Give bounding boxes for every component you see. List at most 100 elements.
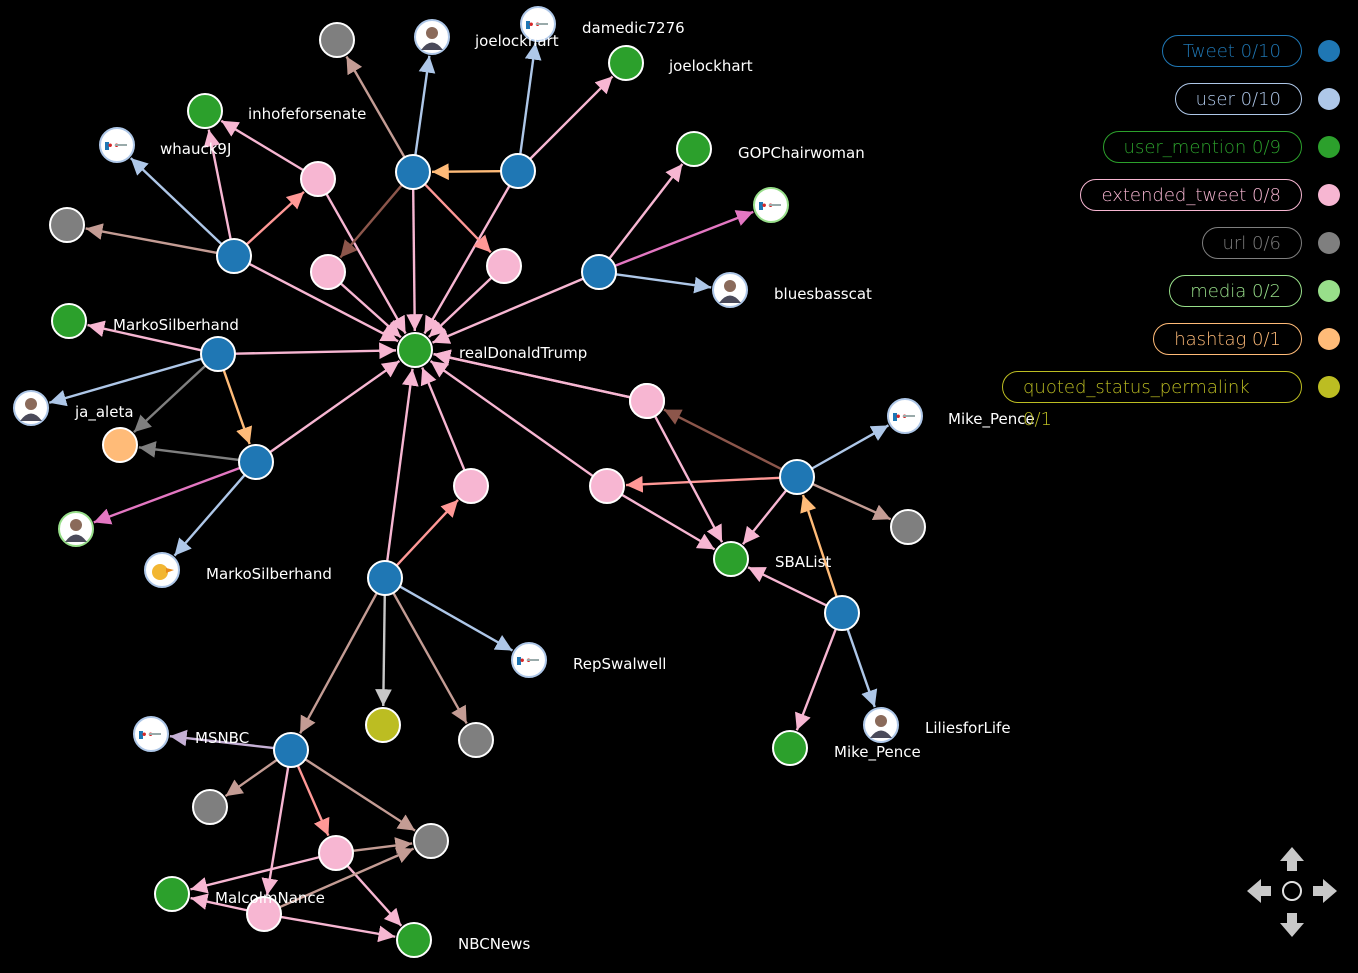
edge-e6-um_sba [621, 493, 716, 551]
node-Tweet-t2[interactable] [500, 153, 536, 189]
node-url-url6[interactable] [413, 823, 449, 859]
node-user-u-joelockhart[interactable] [414, 19, 450, 55]
node-user-u-pence[interactable]: •• [887, 398, 923, 434]
node-extended-tweet-e5[interactable] [486, 248, 522, 284]
edge-layer [48, 42, 892, 943]
node-user-mention-um-joelockhart[interactable] [608, 45, 644, 81]
node-url-url4[interactable] [890, 509, 926, 545]
edge-e9-url6 [279, 847, 415, 909]
node-extended-tweet-e1[interactable] [300, 161, 336, 197]
legend-item-media[interactable]: media 0/2 [1002, 273, 1342, 309]
node-label-um-nbc: NBCNews [458, 935, 530, 953]
node-user-mention-um-sba[interactable] [713, 541, 749, 577]
pan-left-arrow-icon[interactable] [1247, 879, 1271, 903]
node-user-mention-um-nbc[interactable] [396, 922, 432, 958]
edge-t1-e5 [423, 183, 492, 254]
legend-item-user-mention[interactable]: user_mention 0/9 [1002, 129, 1342, 165]
node-user-u-damedic[interactable]: •• [520, 6, 556, 42]
node-Tweet-t1[interactable] [395, 154, 431, 190]
legend-item-url[interactable]: url 0/6 [1002, 225, 1342, 261]
node-extended-tweet-e4[interactable] [453, 468, 489, 504]
node-user-mention-um-pence[interactable] [772, 730, 808, 766]
node-user-mention-um-malcolm[interactable] [154, 876, 190, 912]
edge-t7-q1 [375, 594, 392, 707]
node-Tweet-t10[interactable] [273, 732, 309, 768]
legend-item-hashtag[interactable]: hashtag 0/1 [1002, 321, 1342, 357]
node-Tweet-t8[interactable] [779, 459, 815, 495]
node-user-mention-um-gop[interactable] [676, 131, 712, 167]
node-extended-tweet-e6[interactable] [589, 468, 625, 504]
edge-e1-trump [325, 193, 407, 335]
legend-color-swatch [1318, 88, 1340, 110]
pan-up-arrow-icon[interactable] [1280, 847, 1304, 871]
node-user-u-lilies[interactable] [863, 707, 899, 743]
node-label-u-ja-aleta: ja_aleta [74, 403, 134, 422]
node-Tweet-t7[interactable] [367, 560, 403, 596]
edge-e5-trump [427, 276, 493, 338]
edge-t8-e6 [625, 475, 781, 493]
node-Tweet-t5[interactable] [200, 336, 236, 372]
edge-t1-trump [406, 188, 423, 332]
edge-t8-u_pence [811, 424, 890, 470]
legend-filter-button[interactable]: hashtag 0/1 [1153, 323, 1302, 355]
edge-t8-e3 [663, 408, 783, 471]
svg-text:••: •• [895, 412, 908, 423]
node-Tweet-t3[interactable] [216, 238, 252, 274]
node-hashtag-h1[interactable] [102, 427, 138, 463]
edge-e9-um_nbc [280, 915, 396, 943]
pan-right-arrow-icon[interactable] [1313, 879, 1337, 903]
node-user-u-whauck[interactable]: •• [99, 127, 135, 163]
node-user-u-marko[interactable] [144, 552, 180, 588]
edge-t4-m1 [614, 210, 754, 267]
node-quoted-status-permalink-q1[interactable] [365, 707, 401, 743]
node-user-mention-um-inhofe[interactable] [187, 93, 223, 129]
node-Tweet-t9[interactable] [824, 595, 860, 631]
node-media-m2[interactable] [58, 511, 94, 547]
edge-t5-h1 [133, 364, 207, 433]
node-url-url2[interactable] [49, 207, 85, 243]
node-extended-tweet-e8[interactable] [318, 835, 354, 871]
legend-filter-button[interactable]: user 0/10 [1174, 83, 1302, 115]
pan-down-arrow-icon[interactable] [1280, 913, 1304, 937]
legend-filter-button[interactable]: media 0/2 [1169, 275, 1302, 307]
edge-t8-um_sba [741, 489, 788, 545]
node-Tweet-t6[interactable] [238, 444, 274, 480]
legend-filter-button[interactable]: quoted_status_permalink 0/1 [1002, 371, 1303, 430]
node-user-mention-um-marko[interactable] [51, 303, 87, 339]
edge-t9-t8 [800, 494, 838, 598]
node-user-u-swalwell[interactable]: •• [511, 642, 547, 678]
node-label-u-damedic: damedic7276 [582, 19, 685, 37]
edge-t5-t6 [222, 369, 253, 445]
edge-t5-um_marko [87, 320, 202, 352]
node-label-u-bluesbass: bluesbasscat [774, 285, 872, 303]
node-url-url5[interactable] [192, 789, 228, 825]
node-extended-tweet-e9[interactable] [246, 896, 282, 932]
legend-filter-button[interactable]: url 0/6 [1201, 227, 1302, 259]
legend-item-user[interactable]: user 0/10 [1002, 81, 1342, 117]
edge-t2-um_joelockhart [529, 75, 614, 160]
node-user-u-bluesbass[interactable] [712, 272, 748, 308]
node-extended-tweet-e2[interactable] [310, 254, 346, 290]
node-Tweet-t4[interactable] [581, 254, 617, 290]
legend-filter-button[interactable]: Tweet 0/10 [1161, 35, 1302, 67]
node-user-u-msnbc[interactable]: •• [133, 716, 169, 752]
node-url-url1[interactable] [319, 22, 355, 58]
legend-color-swatch [1318, 328, 1340, 350]
edge-t6-h1 [138, 441, 240, 462]
legend-filter-button[interactable]: user_mention 0/9 [1102, 131, 1302, 163]
node-user-u-ja-aleta[interactable] [13, 390, 49, 426]
edge-t3-trump [248, 262, 399, 343]
legend-filter-button[interactable]: extended_tweet 0/8 [1080, 179, 1302, 211]
node-extended-tweet-e7[interactable] [629, 383, 665, 419]
node-url-url3[interactable] [458, 722, 494, 758]
edge-t6-trump [269, 359, 401, 454]
legend-item-quoted-status-permalink[interactable]: quoted_status_permalink 0/1 [1002, 369, 1342, 430]
legend-item-extended-tweet[interactable]: extended_tweet 0/8 [1002, 177, 1342, 213]
node-media-m1[interactable]: •• [753, 187, 789, 223]
edge-e6-trump [429, 360, 594, 478]
legend-item-Tweet[interactable]: Tweet 0/10 [1002, 33, 1342, 69]
edge-t7-url3 [392, 592, 468, 725]
node-user-mention-trump[interactable] [397, 332, 433, 368]
center-view-icon[interactable] [1282, 881, 1302, 901]
